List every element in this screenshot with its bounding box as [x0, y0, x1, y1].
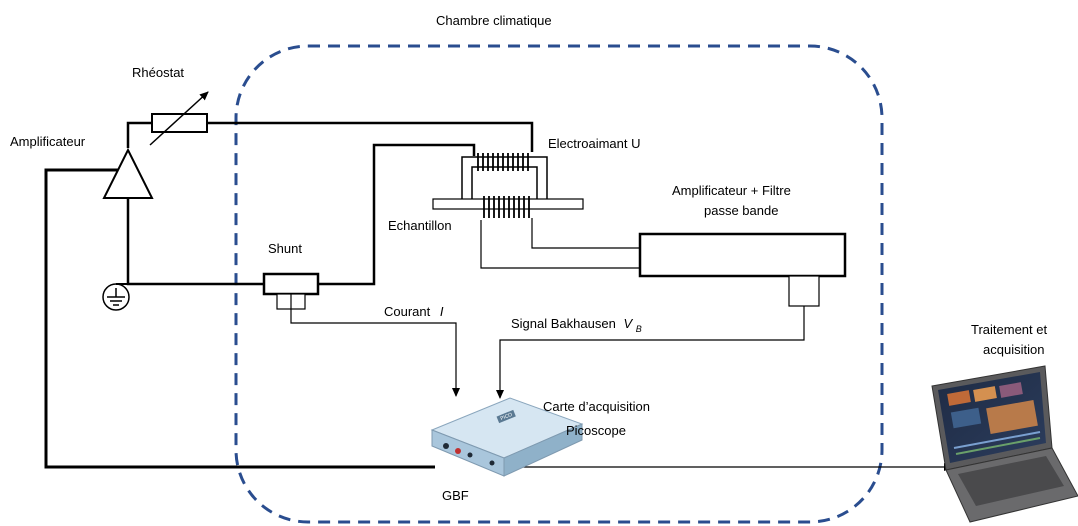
electromagnet-label: Electroaimant U [548, 136, 640, 151]
amp-filter-label-1: Amplificateur + Filtre [672, 183, 791, 198]
wire-ground-shunt [126, 198, 264, 286]
sample-label: Echantillon [388, 218, 452, 233]
electromagnet-u [432, 153, 584, 218]
wire-gbf-loop [44, 168, 435, 469]
wire-filter-probe [496, 309, 805, 399]
shunt-symbol [262, 272, 320, 310]
card-label-1: Carte d’acquisition [543, 399, 650, 414]
rheostat-label: Rhéostat [132, 65, 184, 80]
ground-symbol [102, 283, 130, 311]
chamber-label: Chambre climatique [436, 13, 552, 28]
card-label-2: Picoscope [566, 423, 626, 438]
rheostat-symbol [149, 91, 209, 146]
signal-subscript: B [636, 324, 642, 334]
shunt-label: Shunt [268, 241, 302, 256]
amplifier-label: Amplificateur [10, 134, 86, 149]
processing-label-2: acquisition [983, 342, 1044, 357]
pickup-coil [483, 196, 530, 218]
current-symbol: I [440, 304, 444, 319]
wire-shunt-magnet [318, 143, 476, 286]
gbf-label: GBF [442, 488, 469, 503]
circuit-wires [44, 121, 953, 471]
laptop-computer [931, 365, 1078, 523]
amplifier-filter-box [638, 232, 847, 309]
wire-shunt-probe [290, 309, 460, 397]
amplifier-symbol [102, 147, 154, 199]
processing-label-1: Traitement et [971, 322, 1047, 337]
wire-top-loop [126, 121, 152, 148]
excitation-coil [477, 153, 529, 171]
svg-text:Signal Bakhausen V B: Signal Bakhausen V B [511, 316, 642, 334]
amp-filter-label-2: passe bande [704, 203, 778, 218]
signal-symbol: V [623, 316, 633, 331]
wire-coil-filter-b [480, 220, 640, 269]
sample-plate [432, 198, 584, 210]
signal-label: Signal Bakhausen [511, 316, 616, 331]
device-brand-text: PICO [500, 412, 514, 422]
wire-coil-filter-a [531, 218, 640, 249]
current-label: Courant [384, 304, 431, 319]
svg-text:Courant I: Courant I [384, 304, 444, 319]
wire-rheostat-to-magnet [207, 121, 534, 152]
picoscope-device: PICO [430, 397, 584, 477]
